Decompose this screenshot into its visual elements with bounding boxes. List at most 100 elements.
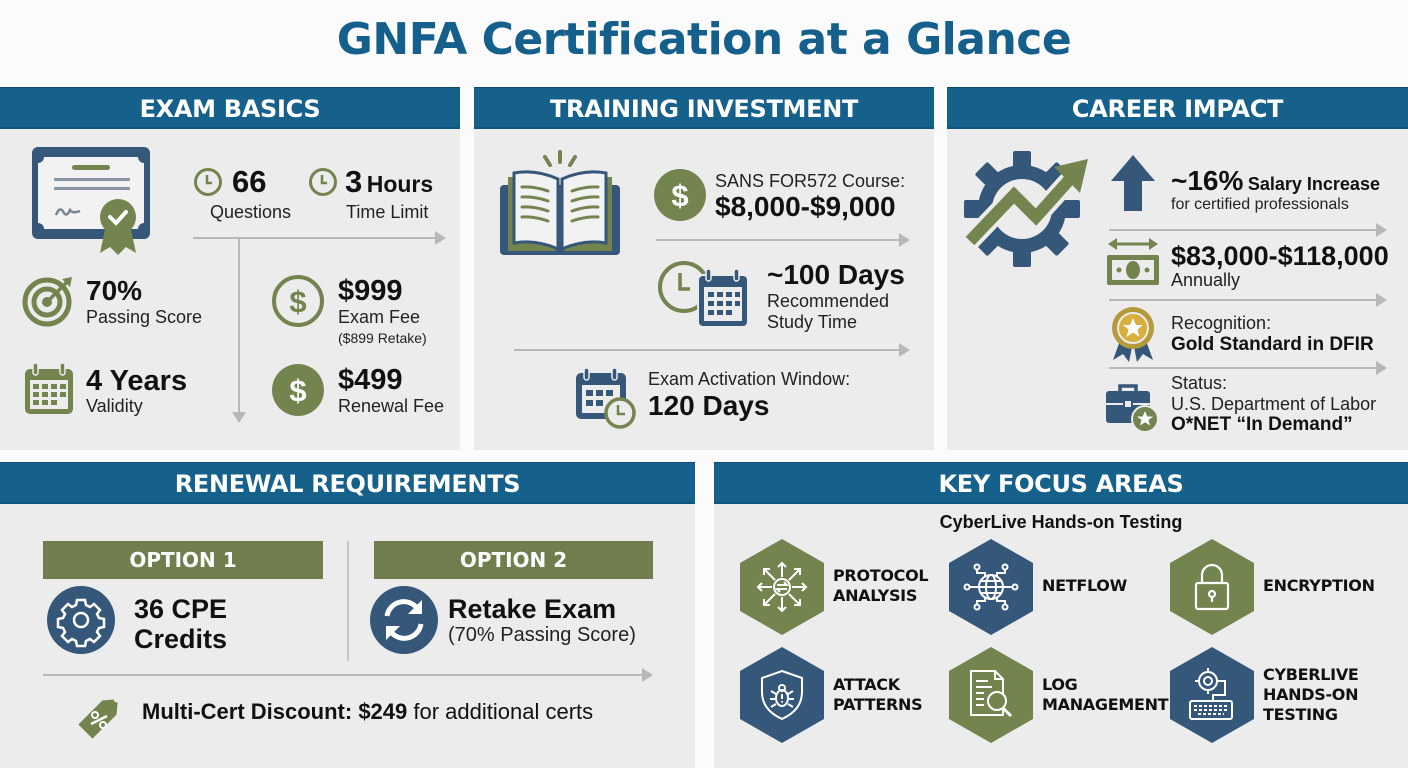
- option-2-label: OPTION 2: [374, 541, 653, 579]
- time-limit-unit: Hours: [366, 171, 434, 197]
- status-value: O*NET “In Demand”: [1171, 414, 1353, 435]
- recognition-value: Gold Standard in DFIR: [1171, 334, 1374, 355]
- dollar-icon: $: [272, 364, 324, 416]
- validity-value: 4 Years: [86, 365, 188, 397]
- option-2-line-1: Retake Exam: [448, 594, 617, 624]
- option-2-line-2: (70% Passing Score): [448, 624, 636, 646]
- log-management-hex: [949, 647, 1033, 743]
- course-cost: $8,000-$9,000: [715, 191, 896, 222]
- up-arrow-icon: [1111, 155, 1155, 211]
- status-label: Status:: [1171, 373, 1228, 393]
- discount-bold: Multi-Cert Discount: $249: [142, 699, 408, 724]
- focus-item-attack-patterns: ATTACK PATTERNS: [833, 675, 923, 714]
- career-panel: CAREER IMPACT ~16% Salary Increase for c: [947, 87, 1408, 450]
- flow-arrow: [43, 668, 653, 682]
- discount-rest: for additional certs: [407, 699, 594, 724]
- activation-label: Exam Activation Window:: [648, 369, 851, 389]
- price-tag-icon: [78, 695, 121, 739]
- status-line-2: U.S. Department of Labor: [1171, 394, 1377, 414]
- calendar-icon: [25, 362, 73, 414]
- renewal-fee-label: Renewal Fee: [338, 396, 445, 416]
- focus-header: KEY FOCUS AREAS: [714, 462, 1408, 504]
- refresh-icon: [370, 586, 438, 654]
- flow-arrow: [656, 233, 910, 247]
- time-limit-value: 3 Hours: [345, 166, 433, 198]
- renewal-fee-value: $499: [338, 364, 403, 396]
- network-arrows-icon: [756, 561, 808, 613]
- certificate-icon: [32, 147, 150, 255]
- passing-score-label: Passing Score: [86, 307, 203, 327]
- time-limit-number: 3: [345, 164, 363, 199]
- recognition-label: Recognition:: [1171, 313, 1272, 333]
- salary-increase-suffix: Salary Increase: [1247, 174, 1380, 194]
- study-time-value: ~100 Days: [767, 259, 905, 290]
- clock-icon: [194, 168, 222, 196]
- clock-calendar-icon: [658, 261, 749, 328]
- protocol-analysis-hex: [740, 539, 824, 635]
- exam-fee-value: $999: [338, 275, 403, 307]
- svg-text:$: $: [289, 373, 306, 408]
- career-header: CAREER IMPACT: [947, 87, 1408, 129]
- salary-range-label: Annually: [1171, 270, 1241, 290]
- money-icon: [1107, 238, 1159, 285]
- dollar-icon: $: [272, 275, 324, 327]
- time-limit-label: Time Limit: [346, 202, 429, 222]
- retake-fee-note: ($899 Retake): [338, 330, 427, 346]
- study-time-label-1: Recommended: [767, 291, 890, 311]
- flow-arrow: [1109, 223, 1387, 237]
- option-1-line-1: 36 CPE: [134, 594, 228, 624]
- target-icon: [22, 277, 72, 327]
- focus-item-protocol-analysis: PROTOCOL ANALYSIS: [833, 566, 929, 605]
- focus-item-encryption: ENCRYPTION: [1263, 576, 1375, 595]
- passing-score-value: 70%: [86, 275, 143, 306]
- multi-cert-discount: Multi-Cert Discount: $249 for additional…: [142, 699, 593, 725]
- focus-panel: KEY FOCUS AREAS CyberLive Hands-on Testi…: [714, 462, 1408, 768]
- exam-fee-label: Exam Fee: [338, 307, 421, 327]
- gear-icon: [47, 586, 115, 654]
- exam-basics-panel: EXAM BASICS 66 Questions 3 Hours Time Li…: [0, 87, 460, 450]
- cyberlive-hex: [1170, 647, 1254, 743]
- salary-increase-value: ~16%: [1171, 165, 1244, 196]
- focus-item-log-management: LOG MANAGEMENT: [1042, 675, 1169, 714]
- option-1-label: OPTION 1: [43, 541, 323, 579]
- training-panel: TRAINING INVESTMENT $ SANS FOR572 Course…: [474, 87, 934, 450]
- questions-count: 66: [232, 164, 267, 199]
- clock-icon: [309, 168, 337, 196]
- svg-text:$: $: [289, 284, 306, 319]
- svg-text:$: $: [671, 178, 688, 213]
- exam-basics-header: EXAM BASICS: [0, 87, 460, 129]
- padlock-icon: [1194, 563, 1230, 611]
- award-ribbon-icon: [1112, 307, 1154, 362]
- flow-arrow: [193, 231, 446, 245]
- shield-bug-icon: [761, 669, 803, 721]
- option-1-line-2: Credits: [134, 624, 228, 654]
- activation-value: 120 Days: [648, 390, 770, 421]
- gear-growth-icon: [962, 151, 1088, 267]
- salary-range-value: $83,000-$118,000: [1171, 241, 1389, 271]
- validity-label: Validity: [86, 396, 143, 416]
- flow-arrow: [1109, 361, 1387, 375]
- salary-increase-label: for certified professionals: [1171, 196, 1349, 213]
- focus-item-netflow: NETFLOW: [1042, 576, 1127, 595]
- briefcase-star-icon: [1106, 384, 1159, 433]
- page-title: GNFA Certification at a Glance: [336, 14, 1072, 65]
- renewal-panel: RENEWAL REQUIREMENTS OPTION 1 36 CPE Cre…: [0, 462, 695, 768]
- flow-arrow: [232, 238, 246, 423]
- option-divider: [347, 541, 349, 661]
- questions-label: Questions: [210, 202, 292, 222]
- training-header: TRAINING INVESTMENT: [474, 87, 934, 129]
- dollar-icon: $: [654, 169, 706, 221]
- focus-subtitle: CyberLive Hands-on Testing: [939, 512, 1183, 532]
- netflow-hex: [949, 539, 1033, 635]
- study-time-label-2: Study Time: [767, 312, 858, 332]
- flow-arrow: [514, 343, 910, 357]
- globe-network-icon: [963, 563, 1019, 611]
- document-search-icon: [970, 670, 1013, 718]
- renewal-header: RENEWAL REQUIREMENTS: [0, 462, 695, 504]
- calendar-clock-icon: [576, 367, 636, 429]
- target-keyboard-icon: [1189, 668, 1233, 720]
- attack-patterns-hex: [740, 647, 824, 743]
- salary-increase: ~16% Salary Increase: [1171, 165, 1380, 197]
- flow-arrow: [1109, 293, 1387, 307]
- focus-item-cyberlive: CYBERLIVE HANDS-ON TESTING: [1263, 665, 1359, 724]
